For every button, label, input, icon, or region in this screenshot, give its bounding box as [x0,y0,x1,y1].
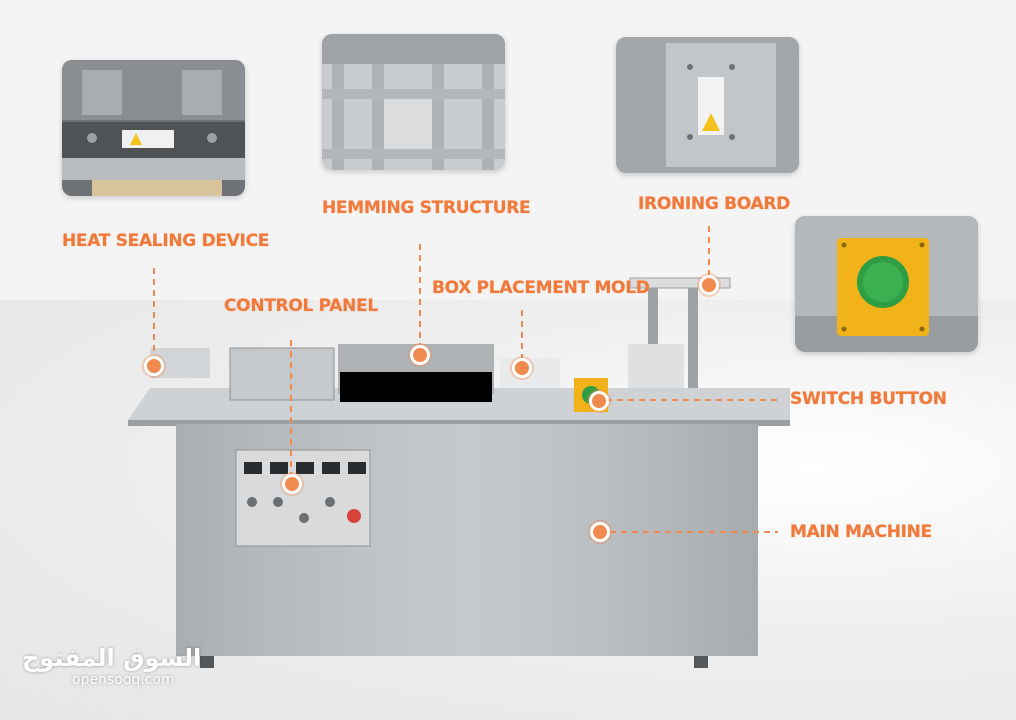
watermark-latin: opensooq.com [72,672,175,688]
switch-button-marker [589,391,609,411]
control-panel-marker [282,474,302,494]
label-box-placement-mold: BOX PLACEMENT MOLD [432,278,650,298]
hemming-marker [410,345,430,365]
ironing-board-marker [699,275,719,295]
label-main-machine: MAIN MACHINE [790,522,932,542]
switch-button-photo [795,216,978,352]
label-heat-sealing-device: HEAT SEALING DEVICE [62,231,270,251]
label-switch-button: SWITCH BUTTON [790,389,947,409]
heat-sealing-detail-photo [62,60,245,196]
box-mold-marker [512,358,532,378]
opensooq-watermark: السوق المفتوح opensooq.com [22,644,201,688]
label-ironing-board: IRONING BOARD [638,194,790,214]
watermark-arabic: السوق المفتوح [22,644,202,672]
heat-sealing-marker [144,356,164,376]
label-hemming-structure: HEMMING STRUCTURE [322,198,531,218]
ironing-board-photo [616,37,799,173]
main-machine-marker [590,522,610,542]
hemming-structure-photo [322,34,505,170]
label-control-panel: CONTROL PANEL [224,296,378,316]
